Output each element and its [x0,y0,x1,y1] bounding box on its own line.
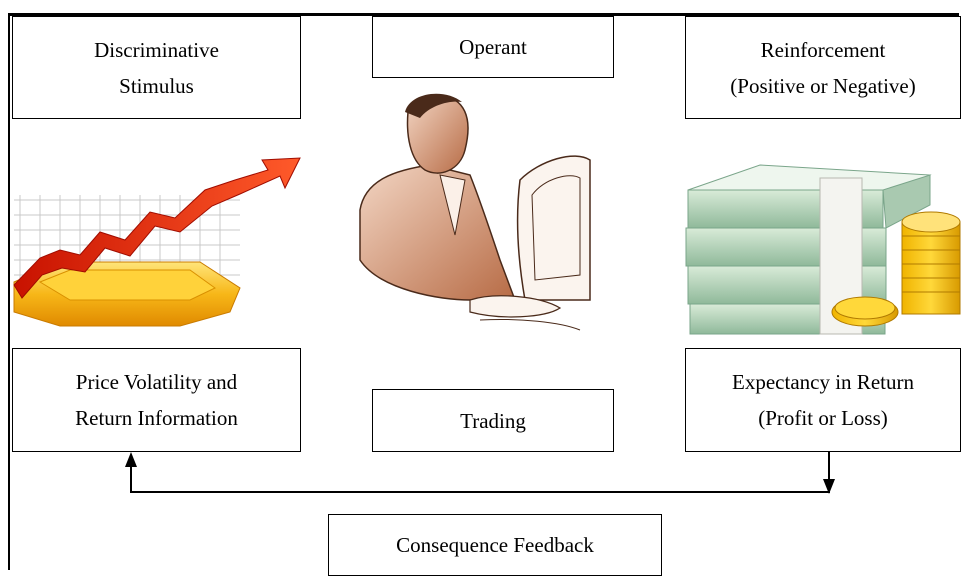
box-line: Price Volatility and [75,370,238,394]
box-line: Stimulus [119,73,194,98]
consequence-feedback-box: Consequence Feedback [328,514,662,576]
box-line: Return Information [75,406,238,430]
box-line: Discriminative [94,37,219,62]
diagram-frame [8,13,959,570]
up-arrowhead [125,452,137,467]
box-line: (Positive or Negative) [730,73,916,98]
down-arrowhead [823,479,835,494]
feedback-line [130,452,830,493]
box-line: Expectancy in Return [732,370,914,394]
reinforcement-box: Reinforcement (Positive or Negative) [685,16,961,119]
box-line: Operant [459,35,527,59]
operant-box: Operant [372,16,614,78]
box-line: Reinforcement [760,37,886,62]
box-line: Trading [460,408,526,433]
expectancy-box: Expectancy in Return (Profit or Loss) [685,348,961,452]
trading-box: Trading [372,389,614,452]
box-line: (Profit or Loss) [758,406,888,430]
box-line: Consequence Feedback [396,533,594,557]
